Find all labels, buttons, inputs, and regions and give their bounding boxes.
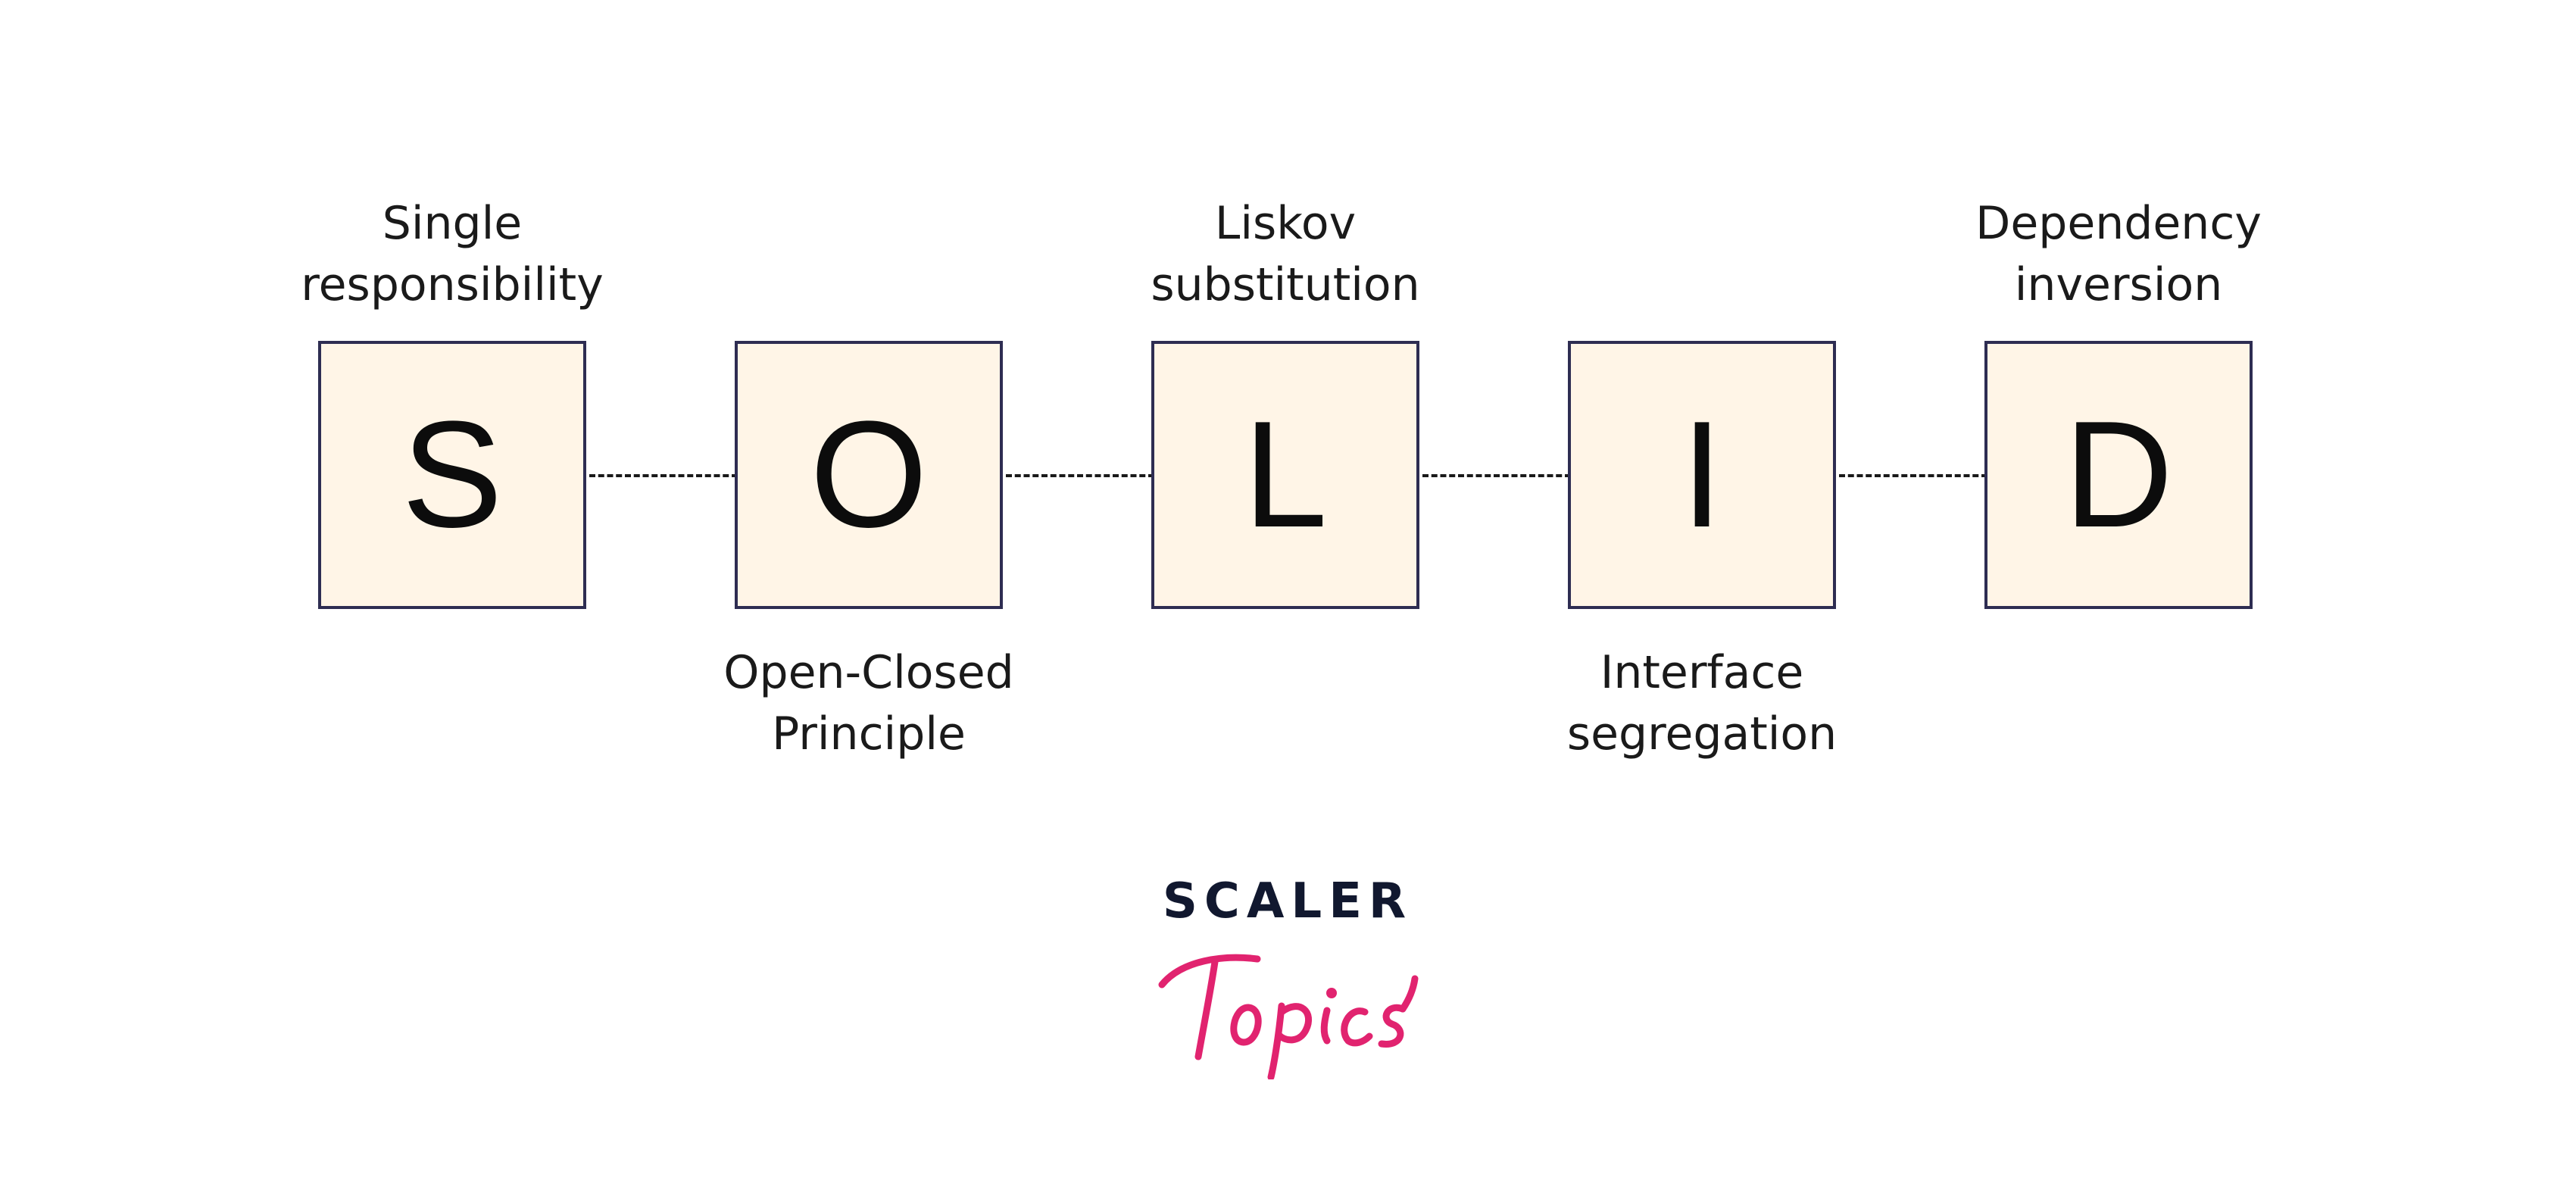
logo-script-topics xyxy=(1158,954,1419,1079)
scaler-topics-logo: SCALER xyxy=(1151,875,1424,1079)
principle-label-line: Single xyxy=(382,197,523,250)
principle-label-line: inversion xyxy=(2014,258,2223,311)
principle-letter: L xyxy=(1243,390,1328,559)
principle-label-line: responsibility xyxy=(301,258,604,311)
principle-label-line: Interface xyxy=(1600,646,1804,699)
connector-i-d xyxy=(1839,474,1987,477)
principle-box-s: S xyxy=(318,341,586,609)
principle-label-l: Liskov substitution xyxy=(1096,193,1475,316)
principle-letter: S xyxy=(401,390,503,559)
connector-l-i xyxy=(1422,474,1571,477)
principle-label-line: Liskov xyxy=(1214,197,1357,250)
principle-box-l: L xyxy=(1151,341,1419,609)
principle-label-line: segregation xyxy=(1566,707,1838,761)
principle-box-i: I xyxy=(1568,341,1836,609)
principle-label-i: Interface segregation xyxy=(1513,642,1891,765)
principle-label-line: Dependency xyxy=(1975,197,2262,250)
principle-letter: I xyxy=(1681,390,1723,559)
principle-label-s: Single responsibility xyxy=(263,193,642,316)
logo-brand-text: SCALER xyxy=(1162,873,1413,929)
principle-letter: O xyxy=(810,390,928,559)
principle-label-o: Open-Closed Principle xyxy=(679,642,1058,765)
principle-box-o: O xyxy=(735,341,1003,609)
principle-label-line: Open-Closed xyxy=(723,646,1014,699)
principle-label-d: Dependency inversion xyxy=(1929,193,2308,316)
principle-label-line: Principle xyxy=(772,707,966,761)
principle-label-line: substitution xyxy=(1151,258,1420,311)
principle-box-d: D xyxy=(1984,341,2253,609)
connector-s-o xyxy=(589,474,738,477)
connector-o-l xyxy=(1006,474,1154,477)
principle-letter: D xyxy=(2063,390,2174,559)
